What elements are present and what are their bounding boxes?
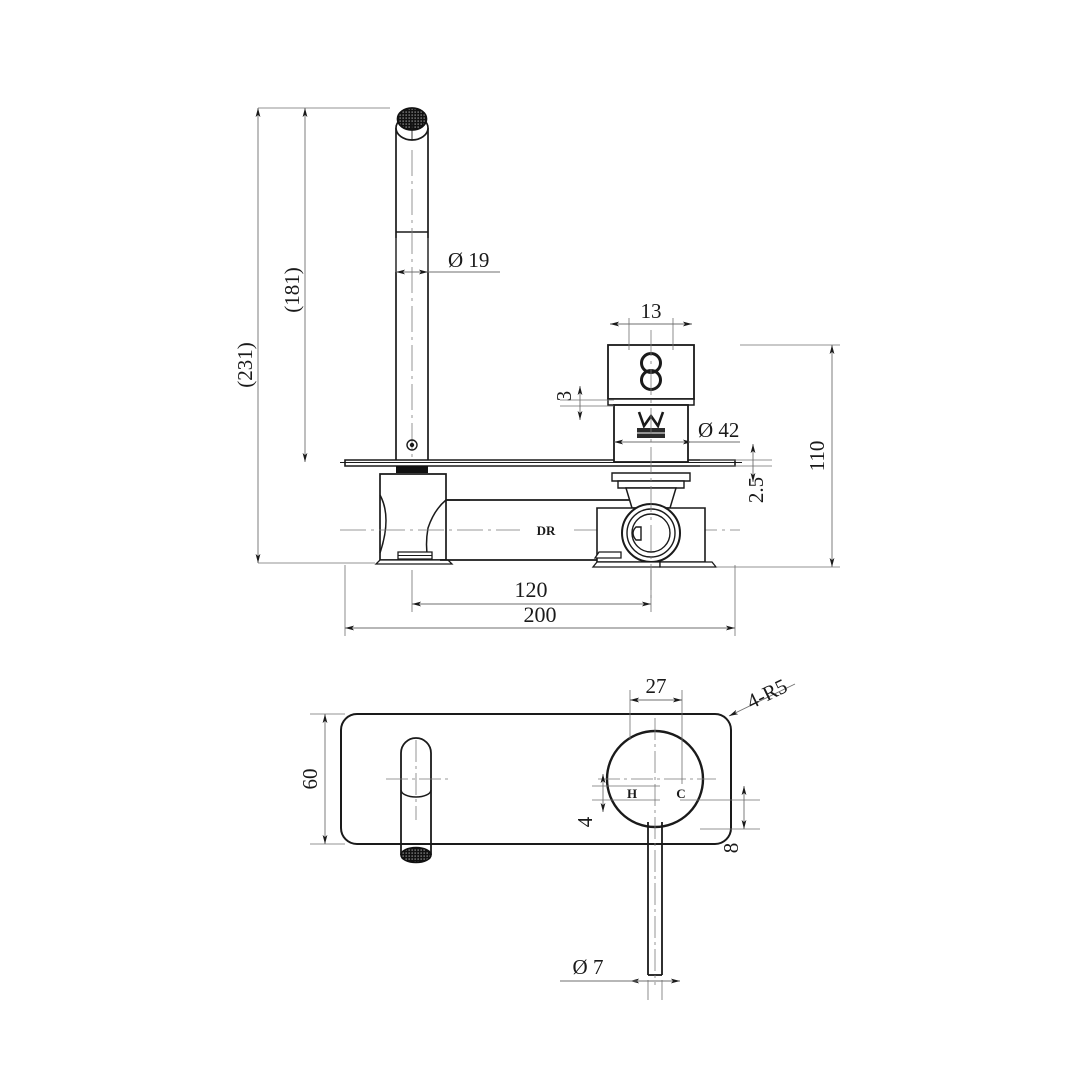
cartridge-key-slot [632,526,642,541]
plan-spout [386,737,450,864]
hot-marker-label: H [627,786,637,801]
spout-base-skirt [374,559,454,565]
dim-label-escutcheon-diameter: Ø 42 [698,418,739,442]
dim-label-plate-height: 60 [298,769,322,790]
dim-label-lever-diameter: Ø 7 [573,955,604,979]
dim-label-centre-to-centre: 120 [515,577,548,602]
spout-gasket [396,466,428,473]
spout-riser-outline [395,128,429,463]
elevation-view: DR DR [233,107,840,636]
grub-screw-inner [409,442,415,448]
cold-marker-label: C [676,786,685,801]
escutcheon-washer [611,472,691,482]
body-tube: DR DR [340,499,740,561]
elevation-dimension-lines: (231) (181) Ø 19 13 3 Ø 42 [233,107,840,636]
grub-screw-outer [406,439,418,451]
base-tube-transition-upper [425,499,447,561]
dim-label-corner-radius: 4-R5 [743,674,791,714]
dim-label-handle-offset: 27 [646,674,667,698]
dim-label-collar-gap: 3 [552,391,576,402]
spout-base-body [374,439,470,565]
dim-label-spout-diameter: Ø 19 [448,248,489,272]
valve-skirt-right [659,561,718,568]
escutcheon-nut [617,480,685,489]
dim-label-spout-height: (181) [280,267,304,313]
dim-label-handle-cap-width: 13 [641,299,662,323]
dim-label-plate-edge-offset: 8 [719,843,743,854]
spout-base-block [379,473,447,561]
spout-assembly [395,107,429,470]
dim-label-overall-length: 200 [524,602,557,627]
dim-label-overall-height: (231) [233,342,257,388]
mixer-handle-assembly [591,330,718,600]
leader-4r5 [728,683,796,717]
valve-bracket-left [593,551,622,559]
body-mark-text: DR [537,523,556,538]
dim-label-handle-lower-offset: 4 [573,816,597,827]
valve-skirt-left [591,561,661,568]
dim-label-projection-height: 110 [805,441,829,472]
plan-aerator-face [400,846,432,864]
base-fillet-left [379,494,387,554]
plan-handle: H C [598,718,716,985]
plan-view: H C 60 27 4-R5 [298,674,796,1000]
watermark-cert-line-2 [637,433,665,438]
plan-spout-step [400,789,432,798]
cartridge-circle-inner [631,513,671,553]
plan-spout-body [400,737,432,790]
dim-label-plate-thickness: 2.5 [744,477,768,503]
body-mark-mask [520,522,572,538]
